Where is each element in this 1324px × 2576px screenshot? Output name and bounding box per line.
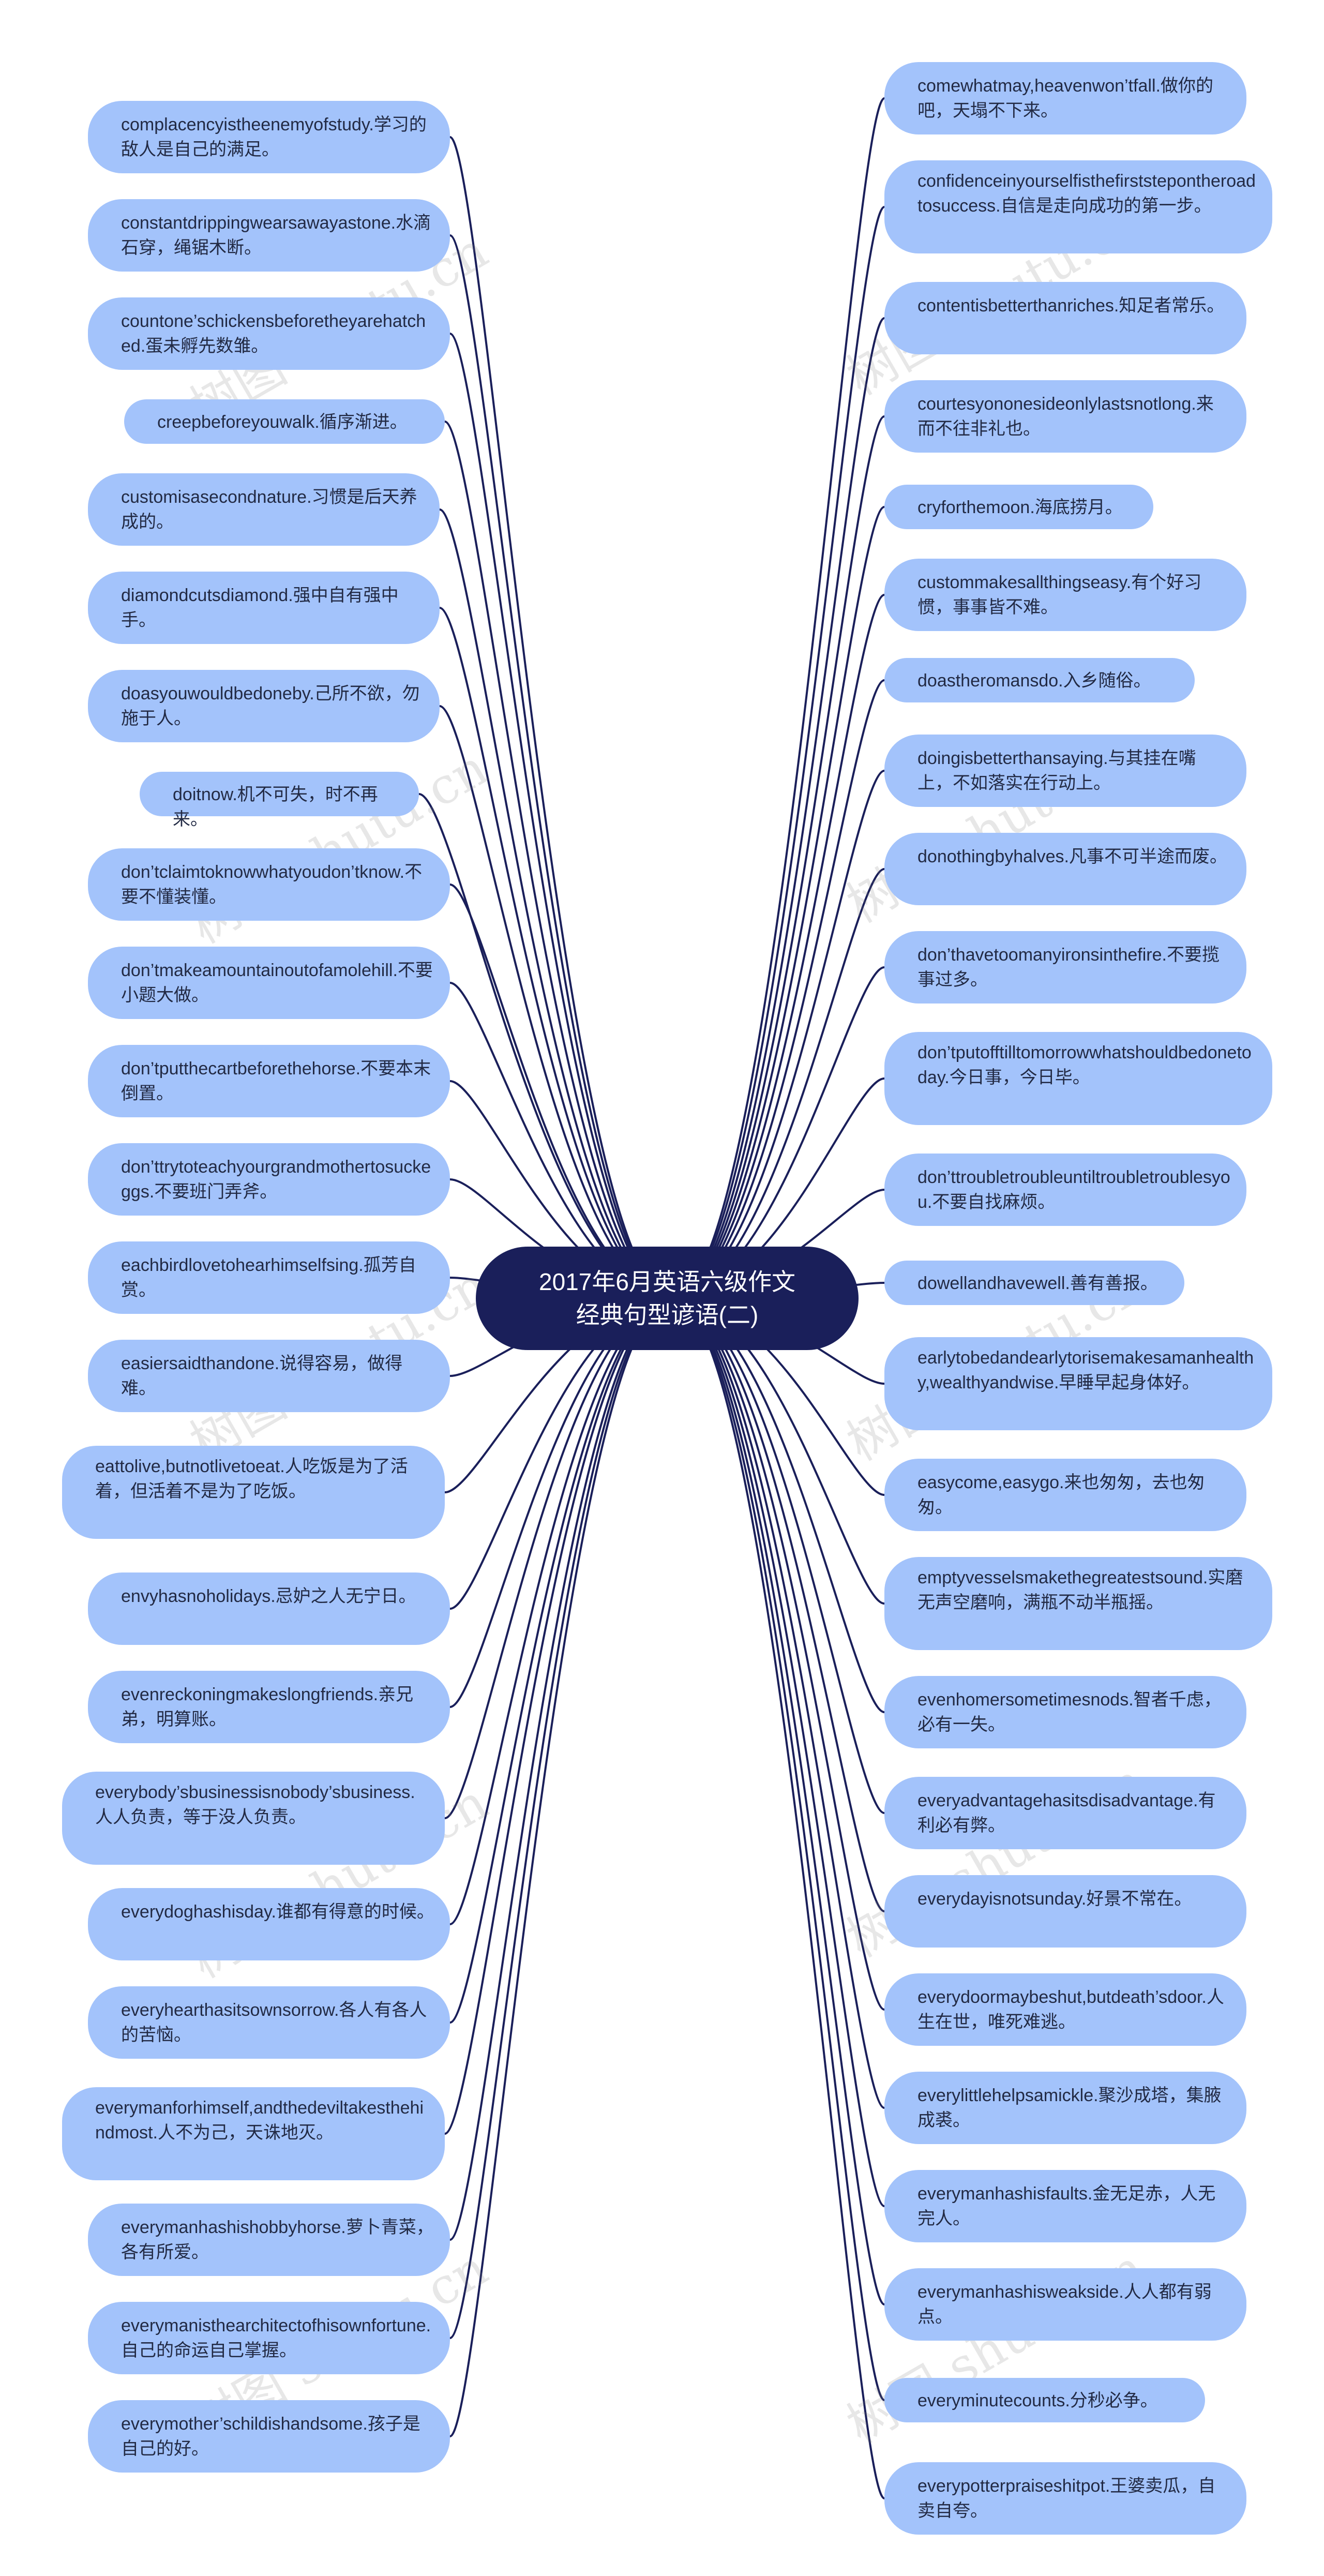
left-connector (449, 1297, 673, 1925)
right-branch-node[interactable]: don’ttroubletroubleuntiltroubletroublesy… (884, 1154, 1246, 1226)
left-connector (449, 1297, 673, 2339)
right-connector (672, 1297, 885, 2499)
left-branch-node[interactable]: easiersaidthandone.说得容易，做得难。 (88, 1340, 450, 1412)
right-branch-node[interactable]: contentisbetterthanriches.知足者常乐。 (884, 282, 1246, 354)
right-connector (672, 1297, 885, 2305)
right-branch-node[interactable]: doingisbetterthansaying.与其挂在嘴上，不如落实在行动上。 (884, 735, 1246, 807)
left-connector (449, 136, 673, 1299)
right-branch-node[interactable]: doastheromansdo.入乡随俗。 (884, 658, 1195, 702)
right-connector (672, 1297, 885, 2109)
right-branch-node[interactable]: everydoormaybeshut,butdeath’sdoor.人生在世，唯… (884, 1973, 1246, 2046)
left-branch-node[interactable]: doasyouwouldbedoneby.己所不欲，勿施于人。 (88, 670, 440, 742)
left-branch-node[interactable]: countone’schickensbeforetheyarehatched.蛋… (88, 297, 450, 370)
left-branch-node[interactable]: complacencyistheenemyofstudy.学习的敌人是自己的满足… (88, 101, 450, 173)
right-connector (672, 1297, 885, 2401)
central-topic-line2: 经典句型谚语(二) (576, 1301, 759, 1328)
left-branch-node[interactable]: eachbirdlovetohearhimselfsing.孤芳自赏。 (88, 1241, 450, 1314)
right-branch-node[interactable]: custommakesallthingseasy.有个好习惯，事事皆不难。 (884, 559, 1246, 631)
right-branch-node[interactable]: donothingbyhalves.凡事不可半途而废。 (884, 833, 1246, 905)
right-branch-node[interactable]: evenhomersometimesnods.智者千虑，必有一失。 (884, 1676, 1246, 1748)
right-branch-node[interactable]: everylittlehelpsamickle.聚沙成塔，集腋成裘。 (884, 2072, 1246, 2144)
right-connector (672, 317, 885, 1299)
right-branch-node[interactable]: earlytobedandearlytorisemakesamanhealthy… (884, 1337, 1272, 1430)
central-topic[interactable]: 2017年6月英语六级作文 经典句型谚语(二) (476, 1247, 859, 1350)
left-branch-node[interactable]: don’ttrytoteachyourgrandmothertosuckeggs… (88, 1143, 450, 1216)
left-branch-node[interactable]: constantdrippingwearsawayastone.水滴石穿，绳锯木… (88, 199, 450, 272)
left-branch-node[interactable]: don’tputthecartbeforethehorse.不要本末倒置。 (88, 1045, 450, 1117)
left-branch-node[interactable]: everybody’sbusinessisnobody’sbusiness.人人… (62, 1772, 445, 1865)
left-branch-node[interactable]: don’tmakeamountainoutofamolehill.不要小题大做。 (88, 947, 450, 1019)
left-branch-node[interactable]: creepbeforeyouwalk.循序渐进。 (124, 399, 445, 444)
central-topic-line1: 2017年6月英语六级作文 (539, 1268, 795, 1295)
left-connector (444, 1297, 673, 1819)
left-branch-node[interactable]: eattolive,butnotlivetoeat.人吃饭是为了活着，但活着不是… (62, 1446, 445, 1539)
left-connector (439, 607, 673, 1299)
left-branch-node[interactable]: don’tclaimtoknowwhatyoudon’tknow.不要不懂装懂。 (88, 848, 450, 921)
right-branch-node[interactable]: dowellandhavewell.善有善报。 (884, 1261, 1184, 1305)
left-branch-node[interactable]: everymother’schildishandsome.孩子是自己的好。 (88, 2400, 450, 2473)
right-branch-node[interactable]: don’thavetoomanyironsinthefire.不要揽事过多。 (884, 931, 1246, 1004)
right-branch-node[interactable]: emptyvesselsmakethegreatestsound.实磨无声空磨响… (884, 1557, 1272, 1650)
right-branch-node[interactable]: cryforthemoon.海底捞月。 (884, 485, 1153, 529)
left-connector (449, 1297, 673, 2437)
right-branch-node[interactable]: everypotterpraiseshitpot.王婆卖瓜，自卖自夸。 (884, 2462, 1246, 2535)
right-branch-node[interactable]: everymanhashisweakside.人人都有弱点。 (884, 2268, 1246, 2341)
right-connector (672, 206, 885, 1299)
left-connector (449, 333, 673, 1299)
right-branch-node[interactable]: comewhatmay,heavenwon’tfall.做你的吧，天塌不下来。 (884, 62, 1246, 134)
left-branch-node[interactable]: doitnow.机不可失，时不再来。 (140, 772, 419, 829)
right-connector (672, 97, 885, 1299)
right-branch-node[interactable]: confidenceinyourselfisthefirststeponther… (884, 160, 1272, 253)
right-branch-node[interactable]: everymanhashisfaults.金无足赤，人无完人。 (884, 2170, 1246, 2242)
right-branch-node[interactable]: everydayisnotsunday.好景不常在。 (884, 1875, 1246, 1948)
left-branch-node[interactable]: evenreckoningmakeslongfriends.亲兄弟，明算账。 (88, 1671, 450, 1743)
right-branch-node[interactable]: everyadvantagehasitsdisadvantage.有利必有弊。 (884, 1777, 1246, 1849)
right-connector (672, 506, 885, 1299)
left-connector (418, 793, 673, 1299)
left-branch-node[interactable]: everymanhashishobbyhorse.萝卜青菜，各有所爱。 (88, 2204, 450, 2276)
right-branch-node[interactable]: don’tputofftilltomorrowwhatshouldbedonet… (884, 1032, 1272, 1125)
left-connector (449, 1297, 673, 2241)
right-connector (672, 1297, 885, 1912)
left-branch-node[interactable]: everymanforhimself,andthedeviltakesthehi… (62, 2087, 445, 2180)
right-branch-node[interactable]: easycome,easygo.来也匆匆，去也匆匆。 (884, 1459, 1246, 1531)
left-branch-node[interactable]: everymanisthearchitectofhisownfortune.自己… (88, 2302, 450, 2374)
left-connector (444, 421, 673, 1299)
left-branch-node[interactable]: everydoghashisday.谁都有得意的时候。 (88, 1888, 450, 1960)
left-branch-node[interactable]: customisasecondnature.习惯是后天养成的。 (88, 473, 440, 546)
left-connector (449, 234, 673, 1299)
left-connector (439, 508, 673, 1299)
left-branch-node[interactable]: everyhearthasitsownsorrow.各人有各人的苦恼。 (88, 1986, 450, 2059)
left-branch-node[interactable]: envyhasnoholidays.忌妒之人无宁日。 (88, 1572, 450, 1645)
right-connector (672, 770, 885, 1299)
left-connector (449, 883, 673, 1299)
right-connector (672, 868, 885, 1299)
right-branch-node[interactable]: everyminutecounts.分秒必争。 (884, 2378, 1205, 2422)
left-connector (444, 1297, 673, 2135)
left-branch-node[interactable]: diamondcutsdiamond.强中自有强中手。 (88, 572, 440, 644)
right-connector (672, 415, 885, 1299)
right-connector (672, 1297, 885, 2207)
right-branch-node[interactable]: courtesyononesideonlylastsnotlong.来而不往非礼… (884, 380, 1246, 453)
